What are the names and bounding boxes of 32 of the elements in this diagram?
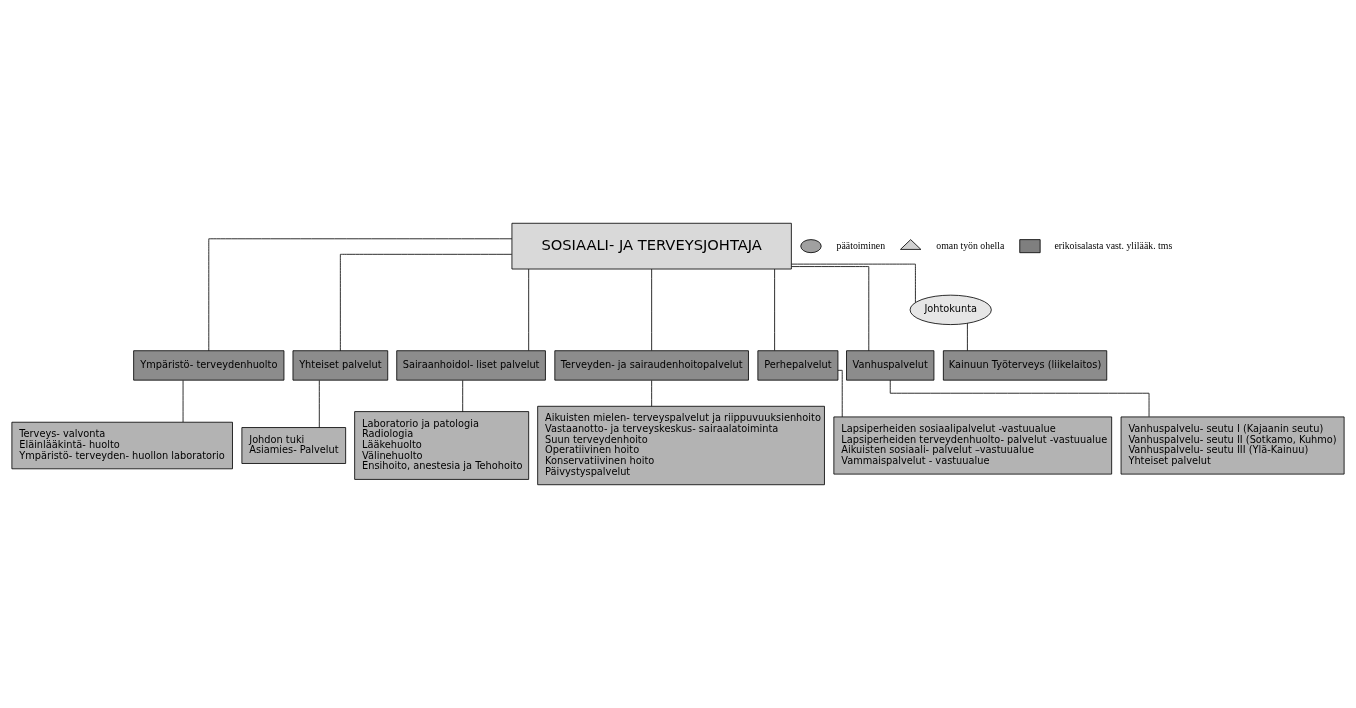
legend-label: oman työn ohella — [936, 239, 1005, 251]
connector — [837, 369, 843, 418]
connector — [791, 266, 870, 352]
node-box: Vanhuspalvelut — [846, 350, 935, 381]
node-box: Terveyden- ja sairaudenhoitopalvelut — [554, 350, 749, 381]
legend-label: päätoiminen — [836, 239, 886, 251]
legend-label: erikoisalasta vast. ylilääk. tms — [1054, 239, 1173, 251]
connector — [889, 379, 1150, 418]
node-box: Perhepalvelut — [757, 350, 839, 381]
node-box: Vanhuspalvelu- seutu I (Kajaanin seutu) Vanhuspalvelu- seutu II (Sotkamo, Kuhmo) Vanhuspalvelu- seutu III (Ylä-Kainuu) Yhteiset palvelut — [1120, 416, 1345, 475]
connector — [339, 253, 513, 352]
node-box: Sairaanhoidol- liset palvelut — [396, 350, 546, 381]
connector — [651, 380, 653, 407]
node-box: Aikuisten mielen- terveyspalvelut ja riippuvuuksienhoito Vastaanotto- ja terveyskeskus- sairaalatoiminta Suun terveydenhoito Operatiivinen hoito Konservatiivinen hoito Päivystyspalvelut — [537, 405, 825, 486]
node-box: Johdon tuki Asiamies- Palvelut — [241, 427, 347, 464]
connector — [774, 268, 776, 351]
node-box: Ympäristö- terveydenhuolto — [133, 350, 285, 381]
node-box: Laboratorio ja patologia Radiologia Lääkehuolto Välinehuolto Ensihoito, anestesia ja Tehohoito — [354, 411, 530, 480]
node-box: Terveys- valvonta Eläinlääkintä- huolto Ympäristö- terveyden- huollon laboratorio — [11, 421, 233, 470]
connector — [462, 380, 464, 412]
connector — [528, 268, 530, 351]
node-box: Lapsiperheiden sosiaalipalvelut -vastuualue Lapsiperheiden terveydenhuolto- palvelut -vastuualue Aikuisten sosiaali- palvelut –vastuualue Vammaispalvelut - vastuualue — [833, 416, 1113, 475]
connector — [651, 268, 653, 351]
connector — [208, 238, 513, 352]
connector — [318, 380, 320, 428]
connector — [791, 263, 916, 303]
connector — [967, 322, 968, 351]
node-box: SOSIAALI- JA TERVEYSJOHTAJA — [511, 222, 792, 270]
node-ellipse: Johtokunta — [909, 294, 992, 325]
node-box: Kainuun Työterveys (liikelaitos) — [942, 350, 1108, 381]
connector — [182, 380, 184, 423]
node-box: Yhteiset palvelut — [292, 350, 389, 381]
